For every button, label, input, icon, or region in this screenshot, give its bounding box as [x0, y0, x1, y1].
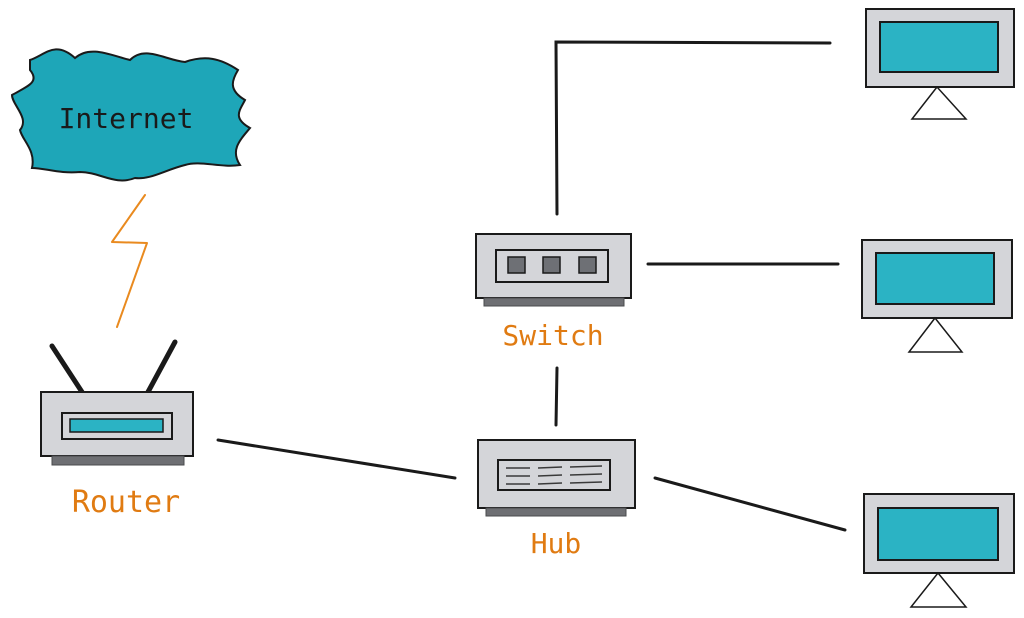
- switch-icon: [475, 233, 632, 307]
- monitor-icon: [861, 239, 1013, 353]
- hub-label: Hub: [531, 527, 582, 560]
- hub-icon: [477, 439, 636, 517]
- computer-2: [861, 239, 1013, 353]
- router: Router: [40, 339, 194, 520]
- computer-3: [863, 493, 1015, 608]
- internet-label: Internet: [59, 102, 194, 135]
- connections: [216, 40, 847, 532]
- link-switch-computer-1: [554, 40, 832, 216]
- monitor-icon: [865, 8, 1015, 120]
- link-router-hub: [216, 438, 457, 480]
- switch-port-1: [507, 256, 526, 274]
- link-switch-hub: [554, 366, 559, 427]
- hub: Hub: [477, 439, 636, 560]
- computer-1: [865, 8, 1015, 120]
- cloud-icon: Internet: [10, 48, 252, 182]
- switch-label: Switch: [502, 319, 603, 352]
- switch-port-2: [542, 256, 561, 274]
- link-hub-computer-3: [653, 476, 847, 532]
- switch-port-3: [578, 256, 597, 274]
- wireless-link: [111, 194, 148, 328]
- router-icon: [40, 339, 194, 466]
- switch: Switch: [475, 233, 632, 352]
- router-label: Router: [72, 485, 180, 520]
- monitor-icon: [863, 493, 1015, 608]
